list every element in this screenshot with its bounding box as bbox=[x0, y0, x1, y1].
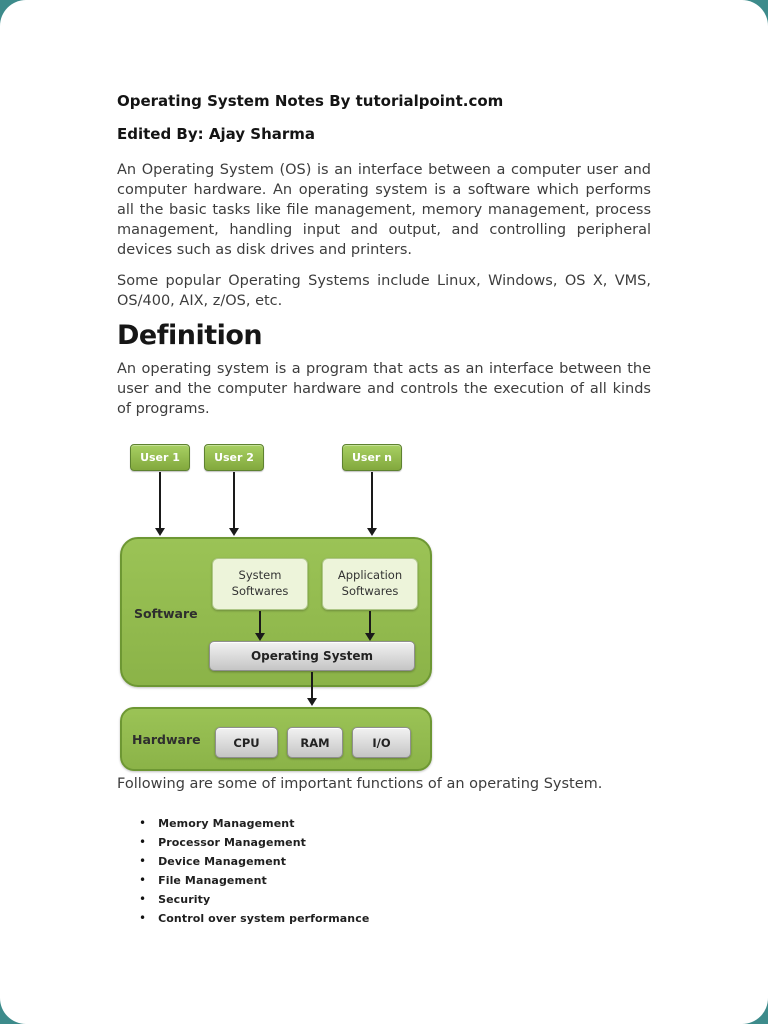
list-item: Memory Management bbox=[139, 816, 369, 835]
list-item: Control over system performance bbox=[139, 911, 369, 930]
list-item-label: Memory Management bbox=[158, 817, 295, 830]
list-item-label: Device Management bbox=[158, 855, 287, 868]
software-label: Software bbox=[134, 606, 198, 621]
bullet-icon bbox=[139, 835, 146, 849]
bullet-icon bbox=[139, 873, 146, 887]
arrow-head bbox=[307, 698, 317, 706]
document-title: Operating System Notes By tutorialpoint.… bbox=[117, 92, 504, 110]
user1-label: User 1 bbox=[140, 451, 180, 464]
bullet-icon bbox=[139, 911, 146, 925]
arrow-line bbox=[369, 611, 371, 634]
edited-by-line: Edited By: Ajay Sharma bbox=[117, 125, 316, 143]
list-item: Security bbox=[139, 892, 369, 911]
down-arrow-icon bbox=[154, 472, 166, 536]
down-arrow-icon bbox=[228, 472, 240, 536]
list-item: Device Management bbox=[139, 854, 369, 873]
arrow-head bbox=[255, 633, 265, 641]
application-softwares-box: Application Softwares bbox=[322, 558, 418, 610]
operating-system-label: Operating System bbox=[250, 649, 374, 663]
ram-label: RAM bbox=[300, 735, 330, 750]
user1-box: User 1 bbox=[130, 444, 190, 471]
down-arrow-icon bbox=[306, 672, 318, 706]
io-label: I/O bbox=[372, 735, 391, 750]
system-softwares-label: System Softwares bbox=[231, 568, 289, 598]
bullet-icon bbox=[139, 892, 146, 906]
arrow-line bbox=[311, 672, 313, 699]
application-softwares-label: Application Softwares bbox=[337, 568, 403, 598]
arrow-line bbox=[259, 611, 261, 634]
arrow-head bbox=[367, 528, 377, 536]
list-item-label: Processor Management bbox=[158, 836, 306, 849]
user-n-box: User n bbox=[342, 444, 402, 471]
intro-paragraph: An Operating System (OS) is an interface… bbox=[117, 162, 651, 258]
hardware-label: Hardware bbox=[132, 732, 201, 747]
list-item: File Management bbox=[139, 873, 369, 892]
arrow-head bbox=[365, 633, 375, 641]
list-item: Processor Management bbox=[139, 835, 369, 854]
ram-box: RAM bbox=[287, 727, 343, 758]
list-item-label: Control over system performance bbox=[158, 912, 370, 925]
functions-list: Memory Management Processor Management D… bbox=[139, 816, 369, 930]
system-softwares-box: System Softwares bbox=[212, 558, 308, 610]
definition-paragraph: An operating system is a program that ac… bbox=[117, 361, 651, 417]
arrow-line bbox=[233, 472, 235, 529]
user2-box: User 2 bbox=[204, 444, 264, 471]
popular-os-paragraph: Some popular Operating Systems include L… bbox=[117, 273, 651, 309]
list-item-label: File Management bbox=[158, 874, 267, 887]
down-arrow-icon bbox=[366, 472, 378, 536]
arrow-line bbox=[371, 472, 373, 529]
cpu-box: CPU bbox=[215, 727, 278, 758]
arrow-line bbox=[159, 472, 161, 529]
bullet-icon bbox=[139, 854, 146, 868]
io-box: I/O bbox=[352, 727, 411, 758]
list-item-label: Security bbox=[158, 893, 211, 906]
bullet-icon bbox=[139, 816, 146, 830]
arrow-head bbox=[229, 528, 239, 536]
down-arrow-icon bbox=[254, 611, 266, 641]
user-n-label: User n bbox=[351, 451, 393, 464]
definition-heading: Definition bbox=[117, 320, 263, 351]
arrow-head bbox=[155, 528, 165, 536]
down-arrow-icon bbox=[364, 611, 376, 641]
cpu-label: CPU bbox=[233, 735, 260, 750]
functions-intro: Following are some of important function… bbox=[117, 776, 603, 792]
operating-system-box: Operating System bbox=[209, 641, 415, 671]
user2-label: User 2 bbox=[214, 451, 254, 464]
